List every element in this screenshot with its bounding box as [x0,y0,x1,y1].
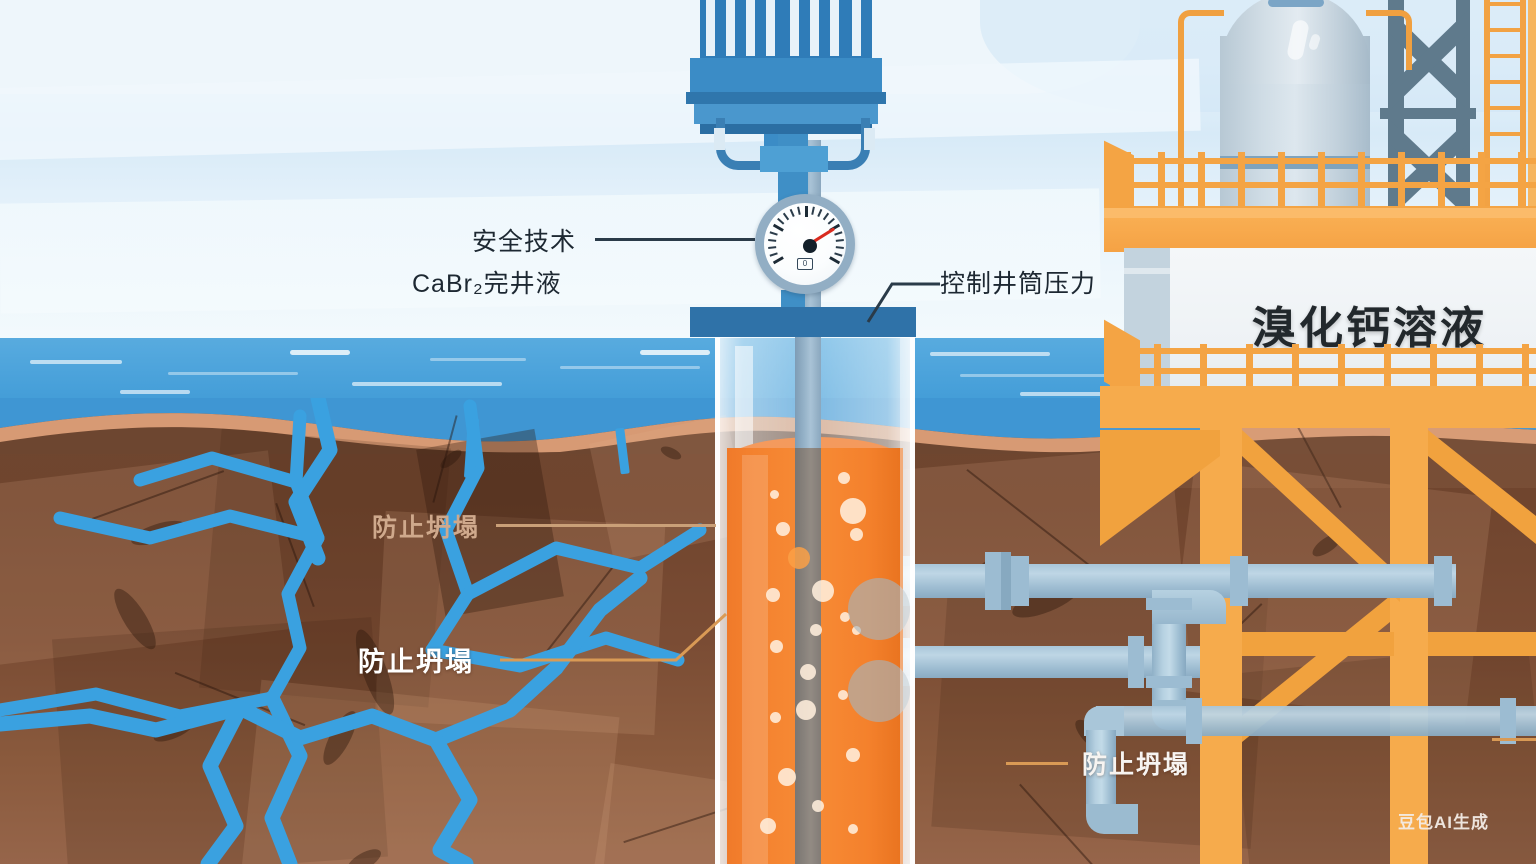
fluid-bubble [848,824,858,834]
leader-line-collapse-2 [498,612,728,672]
label-safety-tech: 安全技术 [472,228,577,256]
pipeline-bottom [1096,706,1536,736]
pipe-flange [1128,636,1144,688]
tube-highlight [900,336,914,864]
fluid-bubble [778,768,796,786]
storage-tank-collar [1268,0,1324,7]
fluid-bubble [776,522,790,536]
fluid-bubble [812,800,824,812]
pipe-flange [985,552,1001,610]
pipe-flange [1001,552,1011,610]
gauge-hub [803,239,817,253]
fracture-branch [428,732,478,864]
fracture-main-upper [288,398,338,566]
fracture-main-horizontal [0,660,564,748]
gravel-shadow [848,660,910,722]
wave-highlight [430,358,526,361]
wave-highlight [560,366,700,369]
pipeline-elbow [1086,804,1138,834]
pipeline-lower [900,646,1200,678]
fluid-bubble [840,612,850,622]
fluid-highlight [742,455,768,864]
label-wellbore-pressure: 控制井筒压力 [940,270,1097,298]
fluid-bubble [810,624,822,636]
main-deck [1104,218,1536,252]
fluid-bubble [770,712,781,723]
fracture-branch [548,570,648,676]
wave-highlight [120,390,190,394]
wave-highlight [352,382,502,386]
wave-highlight [640,350,710,355]
tank-pipe-left [1178,10,1224,206]
leader-line-collapse-3 [1006,762,1068,765]
wave-highlight [30,360,122,364]
wellhead-fins [700,0,872,60]
label-prevent-collapse-2: 防止坍塌 [358,647,474,677]
wave-highlight [168,372,298,375]
fracture-network [0,398,707,864]
lower-deck-railing [1104,344,1536,392]
watermark: 豆包AI生成 [1398,813,1489,832]
wellhead-arm-cap [714,128,725,150]
platform-title: 溴化钙溶液 [1252,304,1487,353]
pipe-flange [1230,556,1248,606]
fluid-bubble [770,640,783,653]
wellhead-base-plate [700,124,872,134]
gravel-shadow [848,578,910,640]
gauge-badge: 0 [797,258,813,270]
pipe-flange [1500,698,1516,744]
fluid-bubble [812,580,834,602]
leader-line-pressure [866,262,946,326]
wellhead-flange-lower [694,104,878,124]
fluid-bubble [760,818,776,834]
label-cabr2-fluid: CaBr₂完井液 [412,270,562,298]
pipe-flange [1011,556,1029,606]
platform-jacket [1100,386,1536,864]
leader-line-safety [595,238,755,241]
fluid-bubble [838,472,850,484]
leader-line-collapse-1 [496,524,716,527]
fluid-bubble [796,700,816,720]
fluid-bubble [846,748,860,762]
wave-highlight [930,352,1050,356]
fluid-bubble [766,588,780,602]
fluid-bubble [850,528,863,541]
fracture-branch [200,700,248,864]
pipe-flange [1186,698,1202,744]
fracture-branch [53,509,325,545]
fluid-bubble [838,690,848,700]
label-prevent-collapse-1: 防止坍塌 [372,514,481,542]
drill-pipe-submerged [795,448,821,864]
wave-highlight [1020,392,1110,396]
wellhead-flange-mid [686,92,886,104]
wave-highlight [290,350,350,355]
pipe-flange [1434,556,1452,606]
platform-building [1124,248,1536,388]
fracture-branch [133,451,303,489]
fluid-bubble [840,498,866,524]
wellhead-lower-stem [781,290,805,312]
pipe-flange [1146,676,1192,688]
pipe-flange [1146,598,1192,610]
pipeline-downleg [1086,730,1116,814]
building-trim [1124,268,1170,274]
tank-pipe-right [1366,10,1412,70]
label-prevent-collapse-3: 防止坍塌 [1082,751,1191,779]
fracture-branch [461,523,707,601]
fracture-branch [265,409,325,705]
wave-highlight [960,374,1110,377]
wellhead-valve-block [760,146,828,172]
wellhead-arm-cap [864,128,875,150]
wellhead-deck-plate [690,307,916,337]
fluid-bubble [770,490,779,499]
fluid-bubble [800,664,816,680]
deck-lip [1104,208,1536,220]
wellhead-flange-upper [690,58,882,92]
leader-line-collapse-3b [1492,738,1536,741]
fluid-bubble [788,547,810,569]
